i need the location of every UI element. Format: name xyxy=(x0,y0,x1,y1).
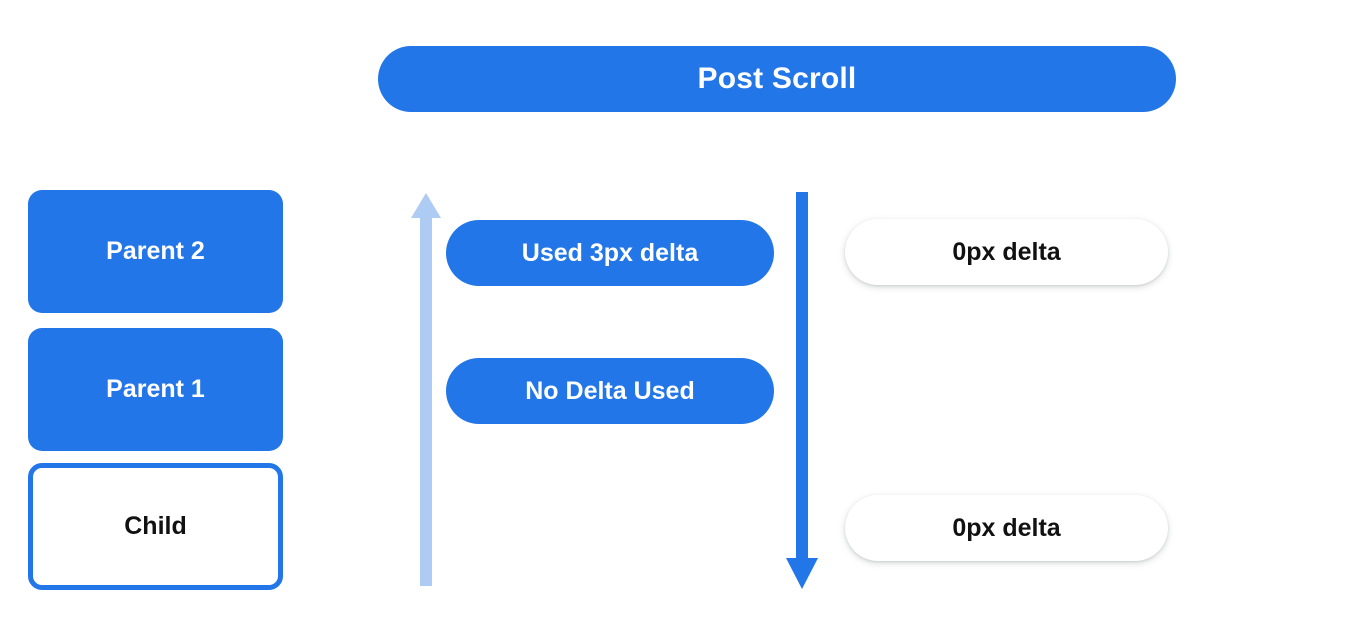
scroll-dispatch-down-arrow-icon xyxy=(786,192,818,589)
stack-box-parent-1: Parent 1 xyxy=(28,328,283,451)
stack-box-child: Child xyxy=(28,463,283,590)
post-scroll-banner: Post Scroll xyxy=(378,46,1176,112)
pill-no-delta-used: No Delta Used xyxy=(446,358,774,424)
scroll-bubble-up-arrow-icon xyxy=(411,193,441,586)
stack-box-parent-2: Parent 2 xyxy=(28,190,283,313)
pill-zero-delta-bottom: 0px delta xyxy=(845,495,1168,561)
pill-used-3px-delta: Used 3px delta xyxy=(446,220,774,286)
pill-zero-delta-top: 0px delta xyxy=(845,219,1168,285)
